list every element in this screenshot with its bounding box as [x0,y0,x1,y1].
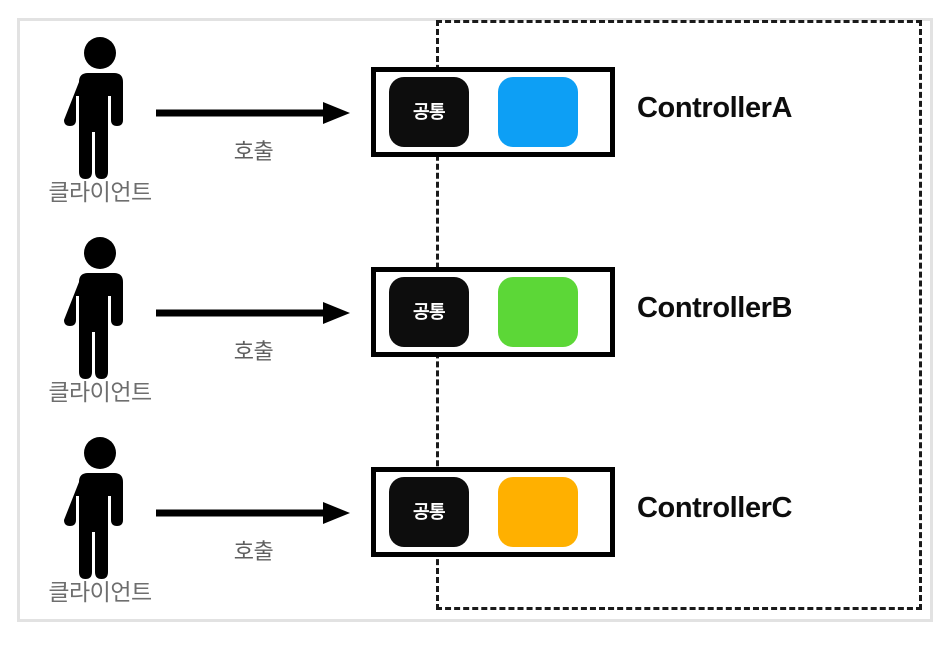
client-actor: 클라이언트 [30,220,170,420]
common-module-label: 공통 [412,502,446,522]
person-icon [58,236,142,380]
controller-row: 클라이언트 호출 공통 ControllerA [0,20,951,220]
specific-module-block [498,77,578,147]
controller-name-label: ControllerC [637,492,793,524]
arrow-right-icon [156,500,351,526]
controller-row: 클라이언트 호출 공통 ControllerC [0,420,951,620]
specific-module-block [498,277,578,347]
client-actor: 클라이언트 [30,420,170,620]
client-label: 클라이언트 [48,179,152,205]
arrow-label: 호출 [233,339,274,364]
page-frame [17,18,933,622]
client-actor: 클라이언트 [30,20,170,220]
common-module-block: 공통 [389,277,469,347]
arrow-label: 호출 [233,539,274,564]
client-label: 클라이언트 [48,379,152,405]
person-icon [58,436,142,580]
controller-module-box: 공통 [371,467,615,557]
common-module-block: 공통 [389,77,469,147]
arrow-right-icon [156,300,351,326]
controller-module-box: 공통 [371,267,615,357]
arrow-right-icon [156,100,351,126]
arrow-label: 호출 [233,139,274,164]
person-icon [58,36,142,180]
controller-name-label: ControllerB [637,292,793,324]
controller-module-box: 공통 [371,67,615,157]
controller-row: 클라이언트 호출 공통 ControllerB [0,220,951,420]
specific-module-block [498,477,578,547]
client-label: 클라이언트 [48,579,152,605]
controller-name-label: ControllerA [637,92,793,124]
common-module-label: 공통 [412,302,446,322]
common-module-block: 공통 [389,477,469,547]
common-module-label: 공통 [412,102,446,122]
